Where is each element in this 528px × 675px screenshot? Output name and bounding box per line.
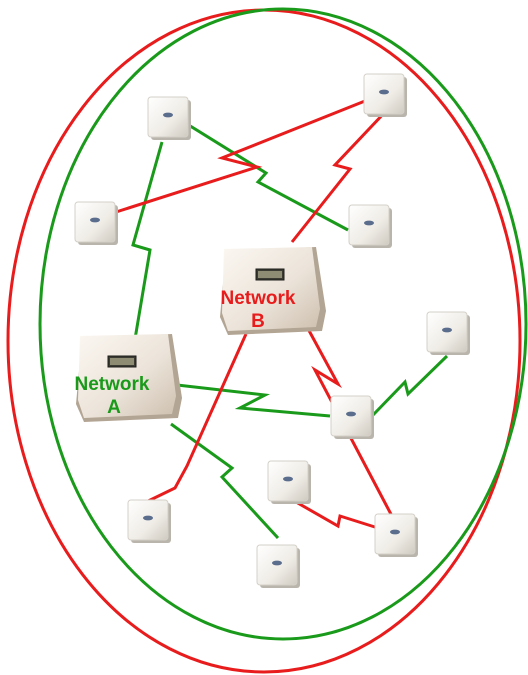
client-device-6: [330, 395, 374, 439]
link-b-node-2-to-node-4: [115, 95, 376, 214]
network-b-label-line1: Network: [221, 288, 296, 309]
link-b-node-5-to-node-9: [295, 500, 379, 530]
network-a-label-line2: A: [107, 397, 121, 418]
link-b-ap-to-node-9: [298, 313, 395, 519]
link-b-ap-to-node-2: [290, 108, 389, 243]
client-device-2: [363, 73, 407, 117]
client-device-3: [74, 201, 118, 245]
link-a-ap-to-node-7: [176, 383, 331, 418]
link-a-ap-to-node-10: [170, 422, 280, 540]
link-a-node-1-to-node-3: [186, 122, 349, 232]
link-a-node-7-to-node-6: [371, 354, 449, 417]
client-device-4: [348, 204, 392, 248]
client-device-7: [267, 460, 311, 504]
network-a-boundary: [38, 7, 528, 641]
access-point-a: [76, 334, 182, 422]
client-device-5: [426, 311, 470, 355]
network-a-label-line1: Network: [75, 374, 150, 395]
link-a-ap-to-node-1: [131, 141, 164, 340]
access-point-b: [220, 247, 326, 335]
client-device-10: [256, 544, 300, 588]
client-device-9: [374, 513, 418, 557]
client-device-1: [147, 96, 191, 140]
link-b-ap-to-node-8: [141, 333, 248, 506]
network-b-label-line2: B: [251, 311, 265, 332]
client-device-8: [127, 499, 171, 543]
